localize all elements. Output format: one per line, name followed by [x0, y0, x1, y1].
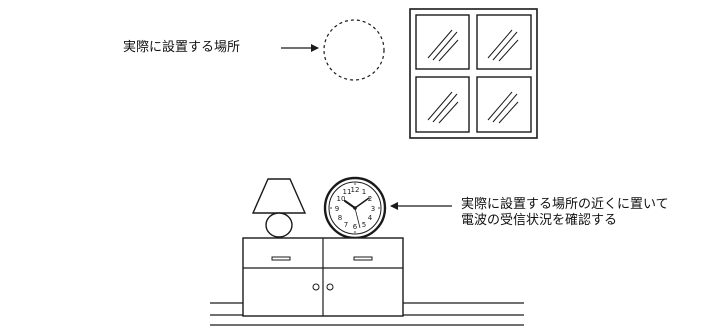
- reception-check-label-line2: 電波の受信状況を確認する: [461, 213, 618, 228]
- window-pane-bottom-right: [476, 76, 532, 133]
- clock-minute-hand: [354, 197, 370, 209]
- cabinet-door-knob-left: [312, 283, 320, 291]
- clock-hour-hand: [344, 200, 356, 209]
- cabinet-door-knob-right: [326, 283, 334, 291]
- window: [409, 8, 538, 139]
- window-pane-top-right: [476, 14, 532, 70]
- clock-center-pin: [353, 206, 357, 210]
- cabinet-drawer-handle-left: [271, 256, 291, 261]
- window-pane-bottom-left: [415, 76, 470, 133]
- wall-clock: 12 1 2 3 4 5 6 7 8 9 10 11: [323, 176, 387, 240]
- clock-numeral-9: 9: [335, 205, 339, 213]
- clock-numeral-7: 7: [344, 221, 348, 229]
- clock-numerals: 12 1 2 3 4 5 6 7 8 9 10 11: [335, 186, 375, 231]
- placement-spot-circle: [323, 19, 385, 81]
- clock-numeral-3: 3: [371, 205, 375, 213]
- table-lamp: [251, 178, 307, 238]
- clock-numeral-11: 11: [343, 188, 352, 196]
- clock-numeral-1: 1: [362, 188, 366, 196]
- clock-numeral-8: 8: [338, 214, 342, 222]
- cabinet: [242, 237, 404, 317]
- clock-numeral-4: 4: [368, 214, 373, 222]
- clock-second-hand: [354, 207, 361, 229]
- clock-numeral-2: 2: [368, 195, 372, 203]
- clock-tick-marks: [330, 183, 380, 233]
- clock-numeral-6: 6: [353, 223, 358, 231]
- cabinet-drawer-handle-right: [353, 256, 373, 261]
- reception-check-label-line1: 実際に設置する場所の近くに置いて: [461, 197, 669, 212]
- window-glass-reflections: [427, 29, 519, 124]
- floor-lines: [210, 302, 524, 326]
- lamp-shade: [251, 178, 307, 214]
- clock-numeral-12: 12: [351, 186, 360, 194]
- clock-numeral-5: 5: [362, 221, 366, 229]
- lamp-base: [265, 212, 293, 238]
- placement-label: 実際に設置する場所: [123, 40, 241, 55]
- window-pane-top-left: [415, 14, 470, 70]
- clock-numeral-10: 10: [337, 195, 346, 203]
